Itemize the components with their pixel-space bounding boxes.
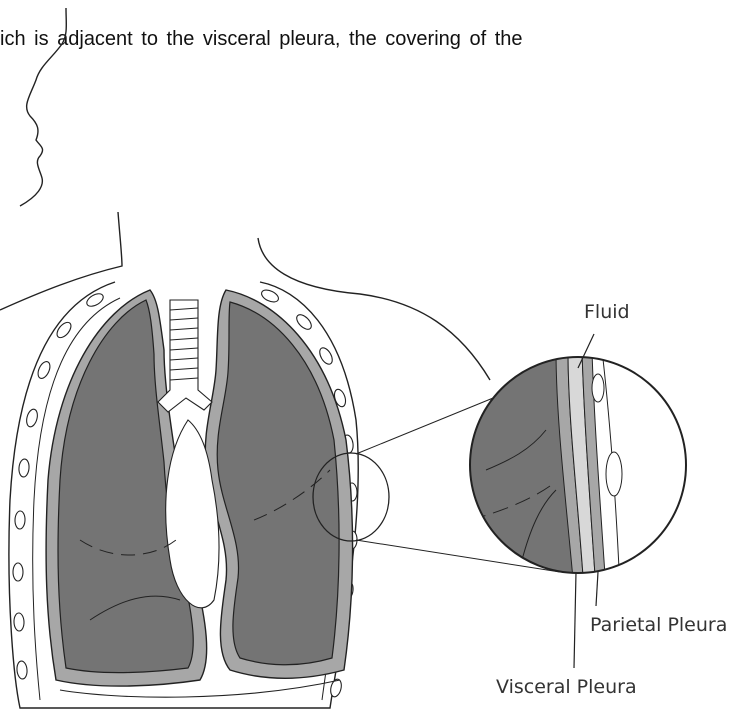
magnified-view: [460, 350, 700, 590]
parietal-leader-line: [596, 572, 598, 606]
visceral-pleura-label: Visceral Pleura: [496, 676, 637, 698]
parietal-pleura-label: Parietal Pleura: [590, 614, 727, 636]
fluid-label: Fluid: [584, 301, 630, 323]
face-profile: [20, 8, 66, 206]
visceral-leader-line: [574, 572, 576, 668]
